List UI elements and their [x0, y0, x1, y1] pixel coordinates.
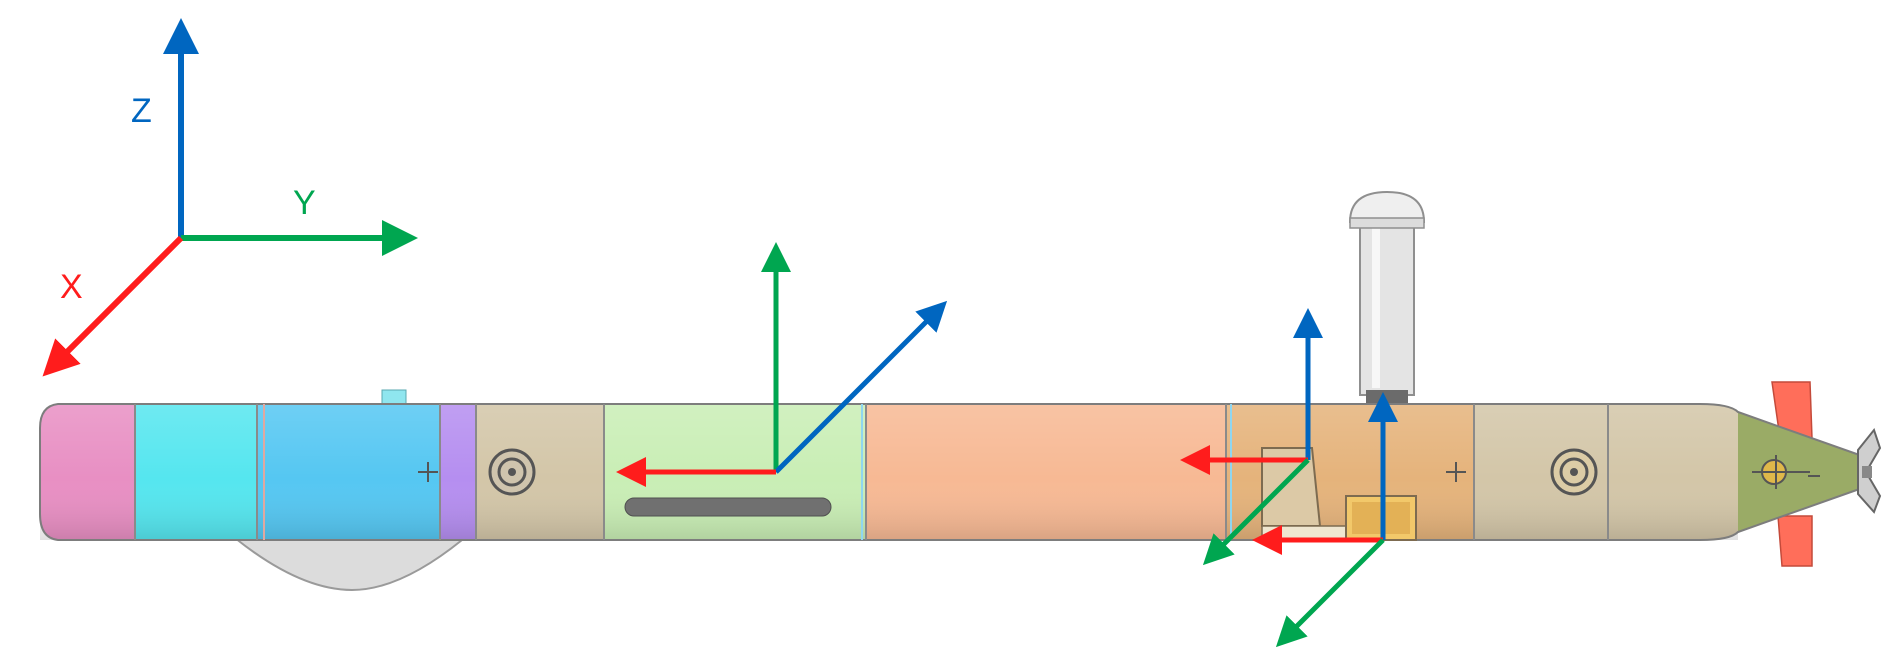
hull-sections [39, 403, 1869, 541]
x-axis-label: X [60, 268, 83, 306]
cross-markers [418, 462, 1466, 482]
tail-details [1752, 455, 1820, 489]
body-frame-z-arrow [774, 300, 948, 474]
auv-vehicle [39, 190, 1882, 592]
antenna-mast [1348, 190, 1426, 404]
reference-x-arrow [42, 235, 184, 377]
sensor-frame-2-y-arrow [1275, 538, 1385, 648]
thruster-port-aft [1550, 448, 1598, 496]
propeller [1857, 427, 1882, 514]
side-slot [624, 497, 832, 517]
sensor-frame-2 [1252, 392, 1398, 648]
body-frame-mid [616, 242, 948, 487]
thruster-port-forward [488, 448, 536, 496]
rudder-fins [1771, 381, 1813, 567]
reference-frame: Z Y X [42, 18, 418, 377]
z-axis-label: Z [131, 92, 152, 130]
section-joints [134, 404, 1609, 540]
sensor-frame-1-y-arrow [1202, 458, 1310, 566]
sensor-frame-1 [1180, 308, 1323, 566]
y-axis-label: Y [293, 184, 316, 222]
